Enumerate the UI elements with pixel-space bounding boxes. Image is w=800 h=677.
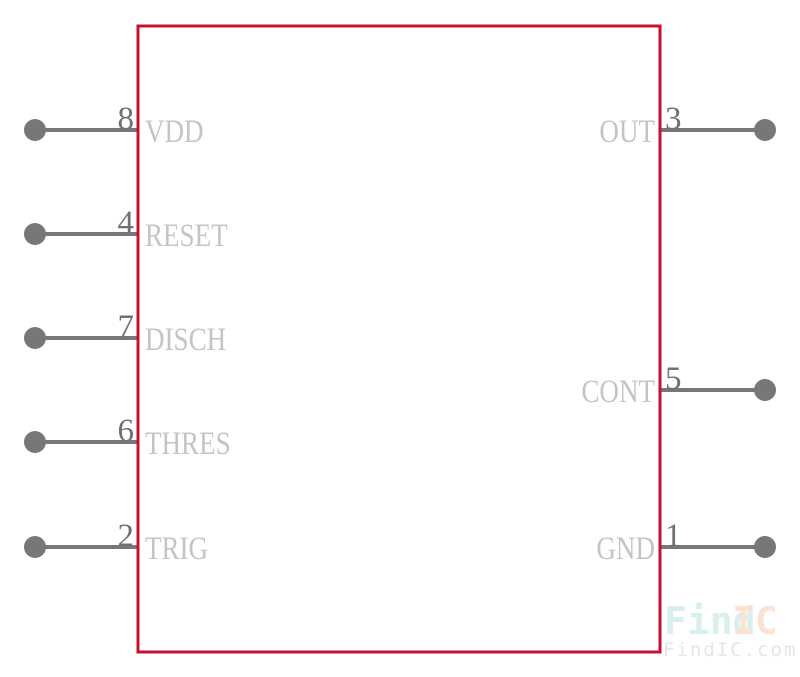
left-pin-group: 8 VDD 4 RESET 7 DISCH 6 THRES 2 TRIG (24, 101, 231, 567)
pin-cont[interactable]: 5 CONT (581, 361, 776, 410)
pin-endpoint-dot-icon[interactable] (24, 536, 46, 558)
watermark-brand-ic: IC (732, 599, 778, 643)
pin-name: VDD (145, 112, 204, 149)
pin-endpoint-dot-icon[interactable] (754, 379, 776, 401)
pin-number: 8 (118, 101, 135, 137)
component-body-outline (136, 24, 662, 654)
watermark-brand-find: Find (664, 599, 756, 643)
pin-endpoint-dot-icon[interactable] (754, 119, 776, 141)
watermark: Find IC FindIC.com (663, 599, 797, 661)
pin-name: TRIG (145, 529, 208, 566)
pin-number: 7 (118, 309, 135, 345)
pin-endpoint-dot-icon[interactable] (24, 431, 46, 453)
pin-endpoint-dot-icon[interactable] (24, 223, 46, 245)
pin-trig[interactable]: 2 TRIG (24, 518, 208, 567)
pin-number: 5 (665, 361, 682, 397)
pin-thres[interactable]: 6 THRES (24, 413, 231, 462)
pin-endpoint-dot-icon[interactable] (24, 327, 46, 349)
pin-name: CONT (581, 372, 655, 409)
pin-endpoint-dot-icon[interactable] (754, 536, 776, 558)
pin-gnd[interactable]: 1 GND (596, 518, 776, 567)
pin-vdd[interactable]: 8 VDD (24, 101, 204, 150)
pin-name: OUT (599, 112, 655, 149)
pin-reset[interactable]: 4 RESET (24, 205, 228, 254)
watermark-url: FindIC.com (663, 639, 797, 661)
pin-number: 3 (665, 101, 682, 137)
pin-number: 1 (665, 518, 682, 554)
pin-number: 6 (118, 413, 135, 449)
pin-endpoint-dot-icon[interactable] (24, 119, 46, 141)
pin-name: GND (596, 529, 655, 566)
pin-disch[interactable]: 7 DISCH (24, 309, 226, 358)
pin-name: RESET (145, 216, 228, 253)
pin-name: THRES (145, 424, 231, 461)
pin-number: 4 (118, 205, 135, 241)
right-pin-group: 3 OUT 5 CONT 1 GND (581, 101, 776, 567)
pin-out[interactable]: 3 OUT (599, 101, 776, 150)
pin-name: DISCH (145, 320, 226, 357)
pin-number: 2 (118, 518, 135, 554)
